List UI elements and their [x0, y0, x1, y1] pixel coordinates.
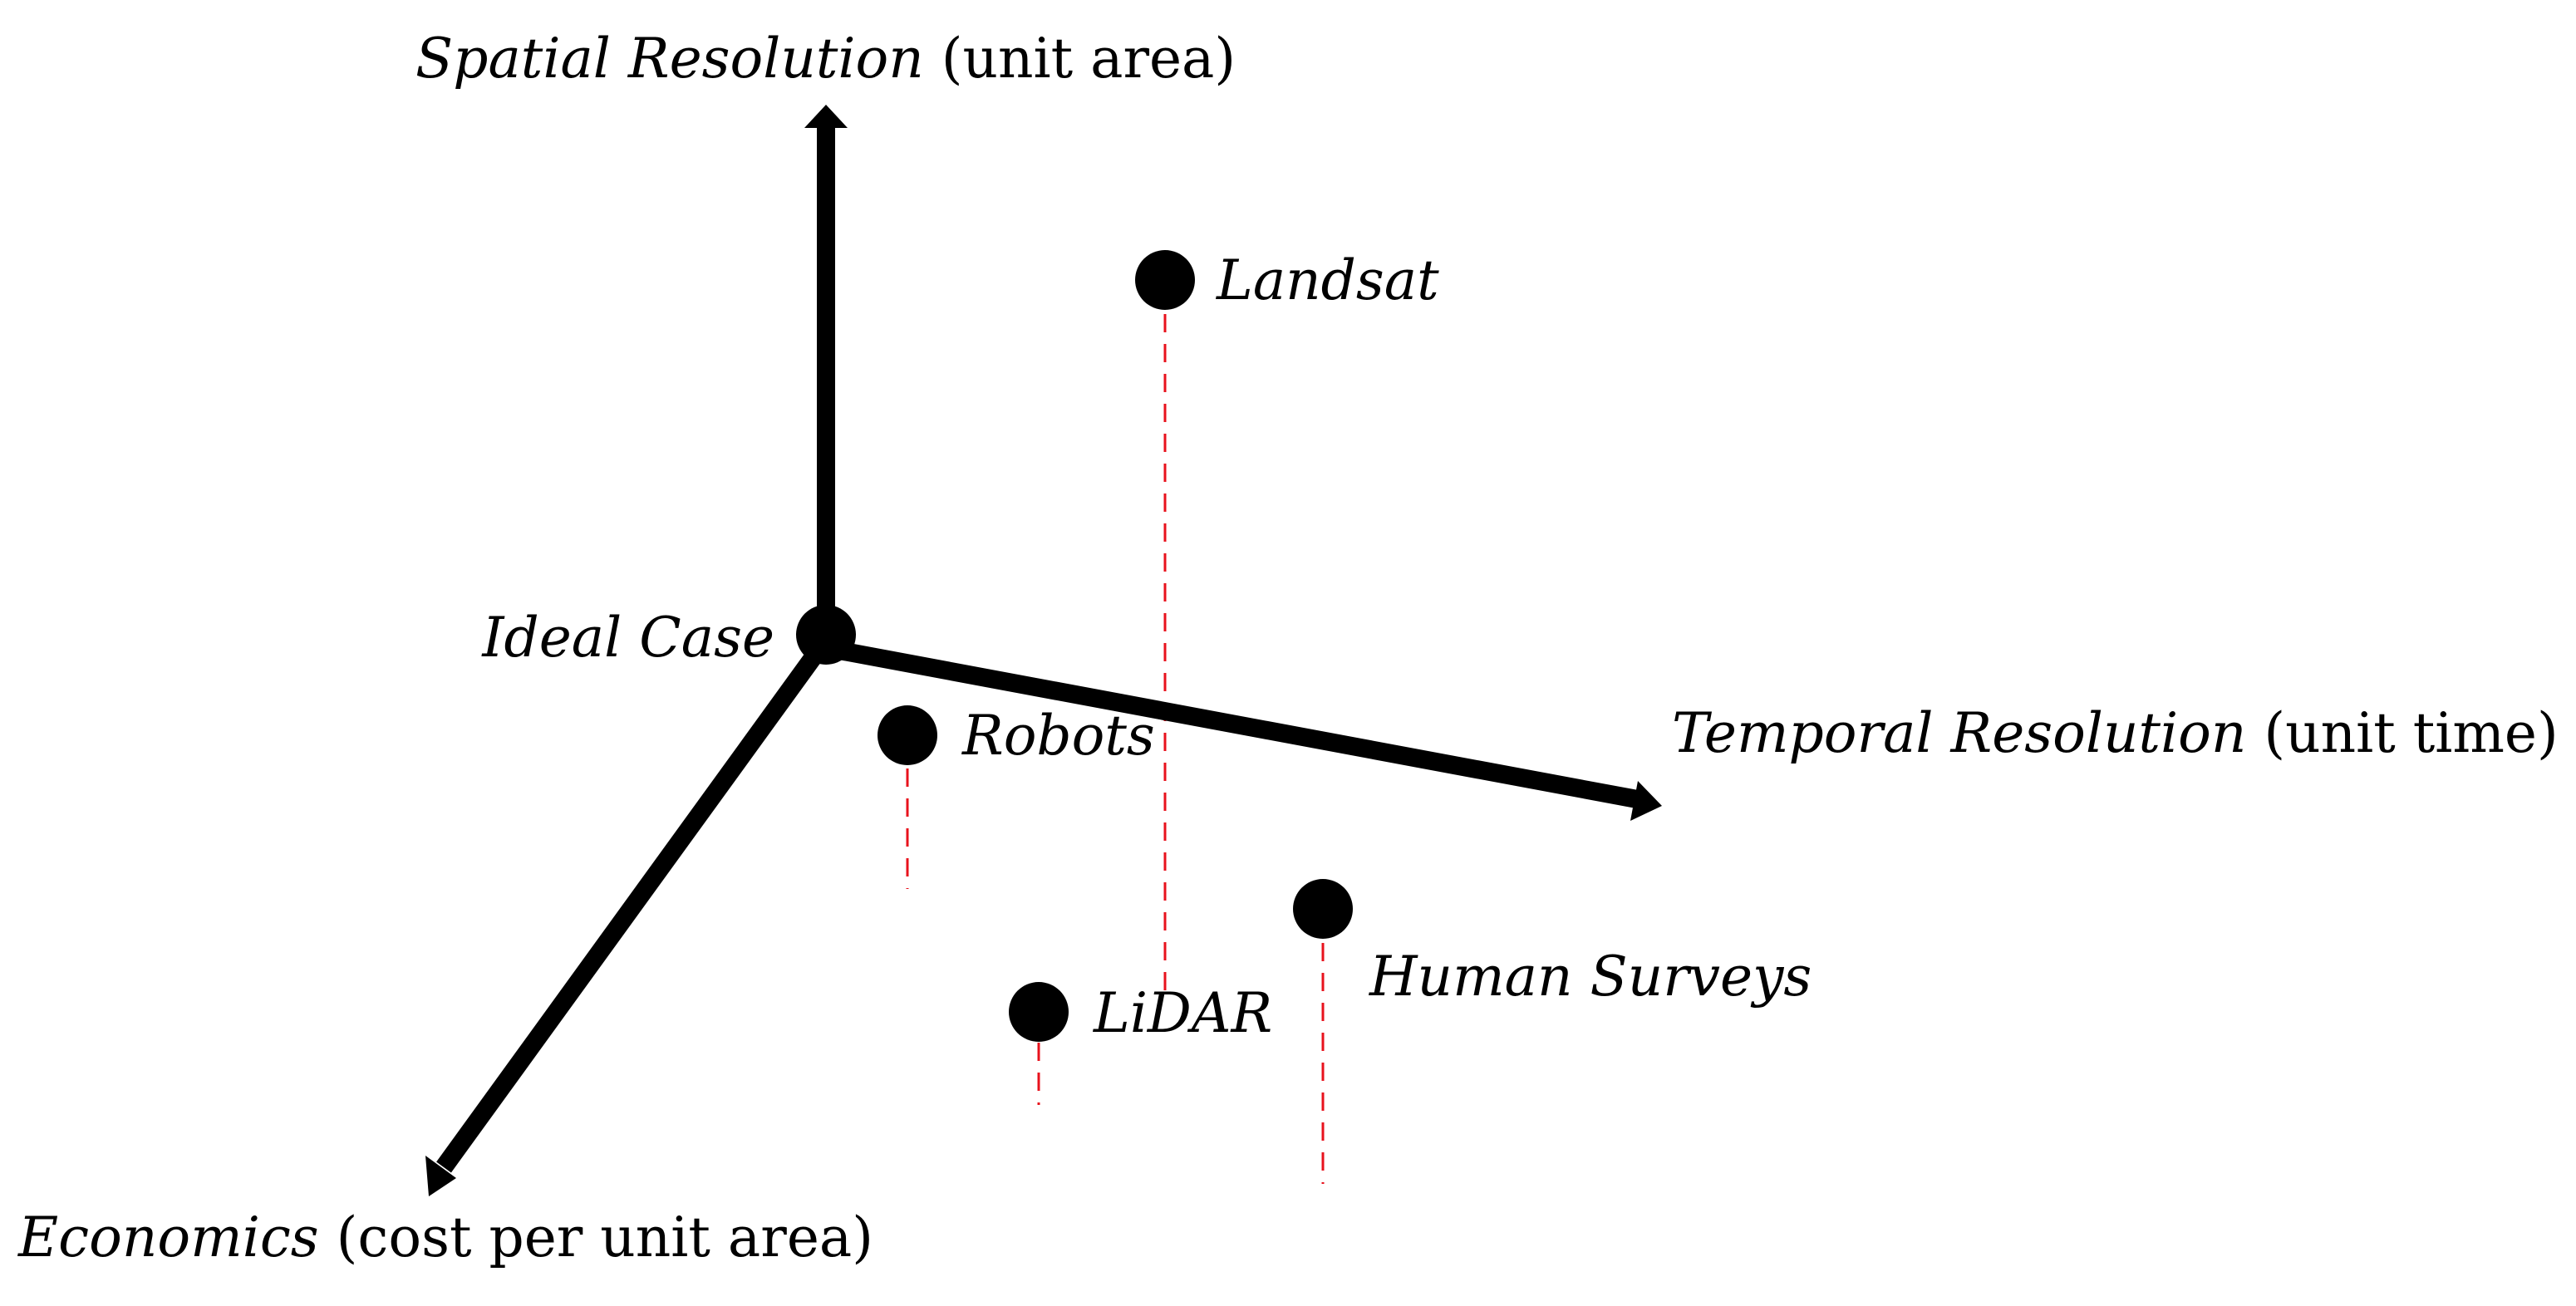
landsat-point	[1135, 250, 1195, 310]
ideal-case-label: Ideal Case	[481, 606, 774, 670]
robots-point	[878, 705, 937, 765]
temporal-axis	[823, 639, 1639, 808]
temporal-axis-unit: (unit time)	[2264, 701, 2558, 765]
economics-axis-unit: (cost per unit area)	[337, 1205, 873, 1269]
landsat-label: Landsat	[1216, 248, 1439, 312]
spatial-axis-unit: (unit area)	[941, 27, 1236, 91]
human-surveys-label: Human Surveys	[1369, 945, 1812, 1009]
economics-axis-arrowhead	[425, 1156, 456, 1196]
lidar-point	[1009, 982, 1069, 1042]
human-surveys-point	[1293, 879, 1353, 939]
temporal-axis-arrowhead	[1630, 781, 1662, 821]
lidar-label: LiDAR	[1093, 981, 1272, 1045]
economics-axis-label: Economics (cost per unit area)	[17, 1205, 873, 1269]
robots-label: Robots	[961, 704, 1155, 768]
temporal-axis-label: Temporal Resolution (unit time)	[1672, 701, 2559, 765]
spatial-axis-arrowhead	[804, 105, 848, 128]
spatial-axis-label: Spatial Resolution (unit area)	[415, 27, 1236, 91]
ideal-case-point	[796, 605, 856, 665]
economics-axis	[436, 634, 833, 1173]
